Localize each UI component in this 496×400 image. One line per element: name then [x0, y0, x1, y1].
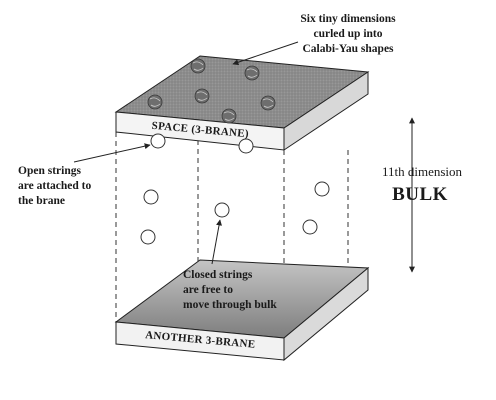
closed-strings-label-line: Closed strings [183, 269, 253, 281]
open-strings-label-line: the brane [18, 195, 65, 207]
open-strings-label: Open strings are attached to the brane [18, 165, 91, 207]
six-dims-label: Six tiny dimensions curled up into Calab… [300, 13, 396, 55]
open-string-loop [150, 133, 166, 149]
six-dims-label-line: Six tiny dimensions [300, 13, 396, 25]
calabi-yau-shape [221, 108, 237, 124]
calabi-yau-shapes [147, 58, 276, 124]
six-dims-pointer-arrow [232, 41, 299, 66]
closed-string-loop [143, 189, 159, 205]
closed-string-loop [140, 229, 156, 245]
bulk-label: BULK [392, 184, 448, 205]
calabi-yau-shape [244, 65, 260, 81]
bottom-brane-plate [114, 259, 370, 362]
open-strings-label-line: are attached to [18, 180, 91, 192]
bottom-plate-side-face [283, 266, 369, 362]
top-plate-side-face [283, 71, 369, 151]
closed-strings-label-line: are free to [183, 284, 233, 296]
open-strings-pointer-arrow [73, 143, 151, 163]
closed-strings-label-line: move through bulk [183, 299, 277, 311]
closed-strings-pointer-arrow [211, 219, 222, 265]
open-string-loop [238, 138, 254, 154]
calabi-yau-shape [260, 95, 276, 111]
closed-string-loop [302, 219, 318, 235]
calabi-yau-shape [147, 94, 163, 110]
closed-string-loop [314, 181, 330, 197]
closed-strings-label: Closed strings are free to move through … [183, 269, 277, 311]
six-dims-label-line: Calabi-Yau shapes [302, 43, 394, 55]
six-dims-label-line: curled up into [313, 28, 382, 40]
closed-string-loop [214, 202, 230, 218]
calabi-yau-shape [194, 88, 210, 104]
pointer-arrows [73, 41, 415, 273]
calabi-yau-shape [190, 58, 206, 74]
open-strings-label-line: Open strings [18, 165, 81, 177]
string-loops [140, 133, 330, 245]
eleventh-dimension-label: 11th dimension [382, 164, 463, 179]
